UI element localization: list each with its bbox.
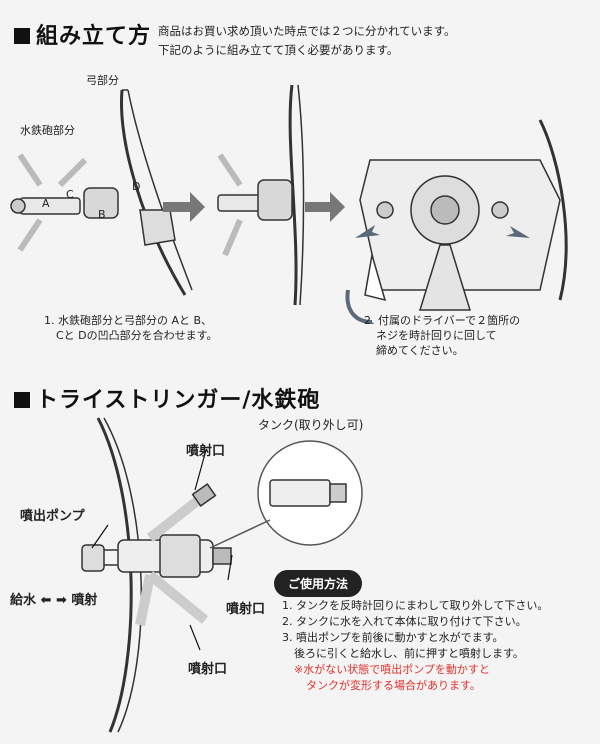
water-flow-legend: 給水 ⬅ ➡ 噴射 <box>10 593 98 608</box>
arrow-right-icon: ➡ <box>55 593 67 608</box>
point-c-label: C <box>66 188 74 201</box>
point-a-label: A <box>42 197 50 210</box>
tank-label: タンク(取り外し可) <box>258 418 364 432</box>
point-d-label: D <box>132 180 141 193</box>
usage-instructions: 1. タンクを反時計回りにまわして取り外して下さい。 2. タンクに水を入れて本… <box>282 599 549 692</box>
nozzle-bottom-label: 噴射口 <box>188 662 228 677</box>
pump-label: 噴出ポンプ <box>20 509 85 524</box>
square-bullet-icon <box>14 28 30 44</box>
step-1-note: 1. 水鉄砲部分と弓部分の Aと B、 Cと Dの凹凸部分を合わせます。 <box>44 314 218 342</box>
point-b-label: B <box>98 208 106 221</box>
nozzle-mid-label: 噴射口 <box>226 602 266 617</box>
water-gun-part-label: 水鉄砲部分 <box>20 124 75 137</box>
assembly-section-title: 組み立て方 <box>14 18 151 50</box>
bow-part-label: 弓部分 <box>86 74 119 87</box>
usage-heading: ご使用方法 <box>274 570 363 597</box>
arrow-left-icon: ⬅ <box>40 593 52 608</box>
product-section-title: トライストリンガー/水鉄砲 <box>14 382 320 414</box>
product-illustration <box>81 417 363 733</box>
nozzle-top-label: 噴射口 <box>186 444 226 459</box>
square-bullet-icon <box>14 392 30 408</box>
assembly-intro: 商品はお買い求め頂いた時点では２つに分かれています。 下記のように組み立てて頂く… <box>158 24 456 57</box>
assembly-illustration <box>10 84 568 324</box>
step-2-note: 2. 付属のドライバーで２箇所の ネジを時計回りに回して 締めてください。 <box>364 314 521 357</box>
